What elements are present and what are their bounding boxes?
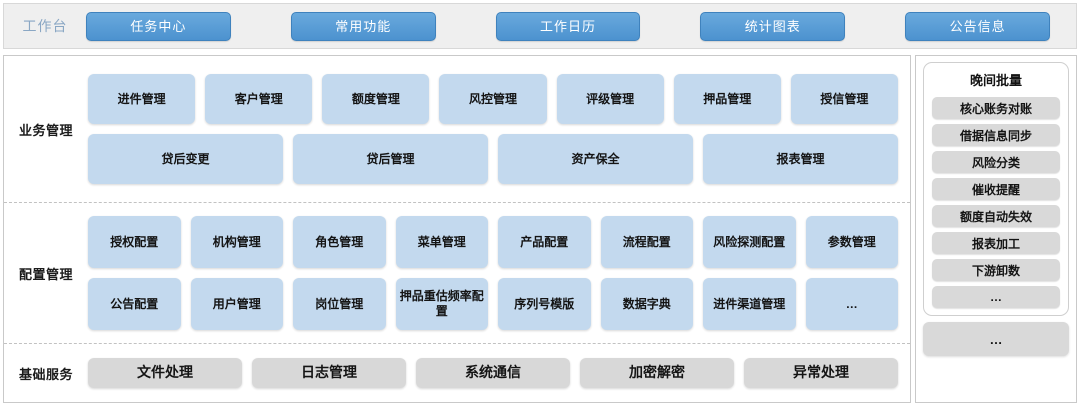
top-tab-list: 任务中心 常用功能 工作日历 统计图表 公告信息 (86, 11, 1076, 41)
card-post-loan-change[interactable]: 贷后变更 (88, 134, 283, 184)
card-menu-management[interactable]: 菜单管理 (395, 216, 488, 268)
card-configuration-more[interactable]: … (805, 278, 898, 330)
top-navigation-bar: 工作台 任务中心 常用功能 工作日历 统计图表 公告信息 (3, 3, 1077, 49)
batch-item-report-processing[interactable]: 报表加工 (932, 232, 1060, 254)
batch-item-risk-classification[interactable]: 风险分类 (932, 151, 1060, 173)
right-panel-more-card[interactable]: … (923, 322, 1069, 356)
batch-item-collection-reminder[interactable]: 催收提醒 (932, 178, 1060, 200)
card-authorization-config[interactable]: 授权配置 (88, 216, 181, 268)
card-collateral-revaluation-frequency-config[interactable]: 押品重估频率配置 (395, 278, 488, 330)
card-risk-control-management[interactable]: 风控管理 (439, 74, 547, 124)
card-parameter-management[interactable]: 参数管理 (805, 216, 898, 268)
batch-item-core-account-reconciliation[interactable]: 核心账务对账 (932, 97, 1060, 119)
card-encryption-decryption[interactable]: 加密解密 (580, 358, 734, 388)
card-announcement-config[interactable]: 公告配置 (88, 278, 181, 330)
night-batch-box: 晚间批量 核心账务对账 借据信息同步 风险分类 催收提醒 额度自动失效 报表加工… (923, 62, 1069, 316)
card-rating-management[interactable]: 评级管理 (556, 74, 664, 124)
batch-item-auto-limit-expiry[interactable]: 额度自动失效 (932, 205, 1060, 227)
card-report-management[interactable]: 报表管理 (703, 134, 898, 184)
section-label-configuration-management: 配置管理 (18, 266, 73, 282)
tab-work-calendar[interactable]: 工作日历 (495, 11, 641, 41)
card-process-config[interactable]: 流程配置 (600, 216, 693, 268)
section-label-business-management: 业务管理 (18, 122, 73, 138)
tab-common-functions[interactable]: 常用功能 (290, 11, 436, 41)
card-data-dictionary[interactable]: 数据字典 (600, 278, 693, 330)
basic-services-rows: 文件处理 日志管理 系统通信 加密解密 异常处理 (88, 358, 910, 388)
card-organization-management[interactable]: 机构管理 (190, 216, 283, 268)
card-serial-number-template[interactable]: 序列号模版 (498, 278, 591, 330)
card-position-management[interactable]: 岗位管理 (293, 278, 386, 330)
card-risk-detection-config[interactable]: 风险探测配置 (703, 216, 796, 268)
card-asset-preservation[interactable]: 资产保全 (498, 134, 693, 184)
module-map-panel: 业务管理 进件管理 客户管理 额度管理 风控管理 评级管理 押品管理 授信管理 … (3, 55, 911, 403)
card-exception-handling[interactable]: 异常处理 (744, 358, 898, 388)
business-row-2: 贷后变更 贷后管理 资产保全 报表管理 (88, 134, 898, 184)
card-role-management[interactable]: 角色管理 (293, 216, 386, 268)
card-user-management[interactable]: 用户管理 (190, 278, 283, 330)
batch-item-more[interactable]: … (932, 286, 1060, 308)
night-batch-title: 晚间批量 (969, 73, 1022, 88)
tab-task-center[interactable]: 任务中心 (86, 11, 231, 41)
workbench-label: 工作台 (22, 18, 68, 34)
configuration-row-1: 授权配置 机构管理 角色管理 菜单管理 产品配置 流程配置 风险探测配置 参数管… (88, 216, 898, 268)
section-business-management: 业务管理 进件管理 客户管理 额度管理 风控管理 评级管理 押品管理 授信管理 … (4, 56, 910, 202)
card-post-loan-management[interactable]: 贷后管理 (293, 134, 488, 184)
card-limit-management[interactable]: 额度管理 (322, 74, 430, 124)
card-file-processing[interactable]: 文件处理 (88, 358, 242, 388)
card-incoming-channel-management[interactable]: 进件渠道管理 (703, 278, 796, 330)
section-basic-services: 基础服务 文件处理 日志管理 系统通信 加密解密 异常处理 (4, 343, 910, 402)
tab-announcements[interactable]: 公告信息 (905, 11, 1050, 41)
configuration-row-2: 公告配置 用户管理 岗位管理 押品重估频率配置 序列号模版 数据字典 进件渠道管… (88, 278, 898, 330)
section-configuration-management: 配置管理 授权配置 机构管理 角色管理 菜单管理 产品配置 流程配置 风险探测配… (4, 202, 910, 343)
card-system-communication[interactable]: 系统通信 (416, 358, 570, 388)
configuration-management-rows: 授权配置 机构管理 角色管理 菜单管理 产品配置 流程配置 风险探测配置 参数管… (88, 216, 910, 330)
tab-statistics-charts[interactable]: 统计图表 (700, 11, 846, 41)
card-incoming-management[interactable]: 进件管理 (88, 74, 196, 124)
batch-item-downstream-data-unload[interactable]: 下游卸数 (932, 259, 1060, 281)
business-management-rows: 进件管理 客户管理 额度管理 风控管理 评级管理 押品管理 授信管理 贷后变更 … (88, 74, 910, 184)
card-credit-management[interactable]: 授信管理 (790, 74, 898, 124)
card-log-management[interactable]: 日志管理 (252, 358, 406, 388)
batch-item-loan-receipt-sync[interactable]: 借据信息同步 (932, 124, 1060, 146)
business-row-1: 进件管理 客户管理 额度管理 风控管理 评级管理 押品管理 授信管理 (88, 74, 898, 124)
night-batch-panel: 晚间批量 核心账务对账 借据信息同步 风险分类 催收提醒 额度自动失效 报表加工… (915, 55, 1077, 403)
basic-services-row-1: 文件处理 日志管理 系统通信 加密解密 异常处理 (88, 358, 898, 388)
card-customer-management[interactable]: 客户管理 (205, 74, 313, 124)
card-product-config[interactable]: 产品配置 (498, 216, 591, 268)
card-collateral-management[interactable]: 押品管理 (673, 74, 781, 124)
section-label-basic-services: 基础服务 (18, 366, 73, 382)
